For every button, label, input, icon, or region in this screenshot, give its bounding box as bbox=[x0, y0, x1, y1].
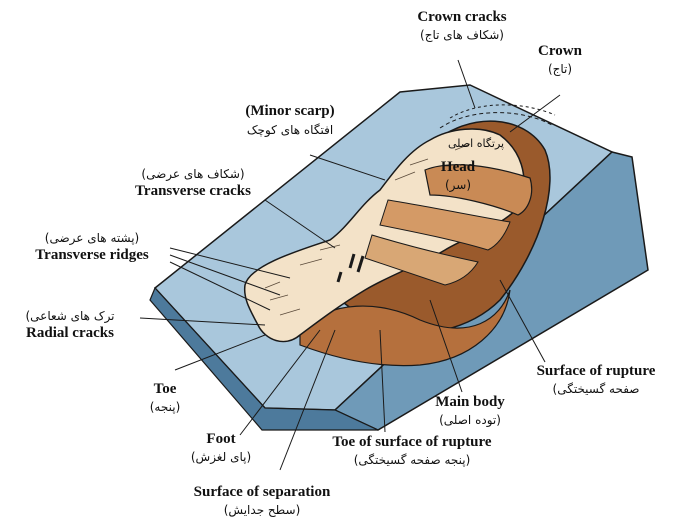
label-crown-fa: (تاج) bbox=[538, 63, 582, 76]
label-foot-en: Foot bbox=[191, 432, 251, 448]
label-main-body-en: Main body bbox=[435, 395, 505, 411]
label-toe: Toe (پنجه) bbox=[150, 382, 181, 413]
label-surface-of-rupture-en: Surface of rupture bbox=[537, 364, 656, 380]
label-transverse-ridges: (پشته های عرضی) Transverse ridges bbox=[35, 232, 148, 263]
label-minor-scarp: (Minor scarp) افتگاه های کوچک bbox=[245, 104, 334, 136]
label-surface-of-separation: Surface of separation (سطح جدایش) bbox=[194, 485, 331, 516]
label-toe-of-surface-of-rupture-en: Toe of surface of rupture bbox=[332, 435, 491, 451]
label-transverse-cracks-fa: (شکاف های عرضی) bbox=[135, 168, 251, 181]
label-radial-cracks-en: Radial cracks bbox=[25, 326, 114, 342]
label-transverse-cracks-en: Transverse cracks bbox=[135, 184, 251, 200]
label-toe-of-surface-of-rupture: Toe of surface of rupture (پنجه صفحه گسی… bbox=[332, 435, 491, 466]
label-main-body: Main body (توده اصلی) bbox=[435, 395, 505, 426]
label-surface-of-rupture: Surface of rupture (صفحه گسیختگی bbox=[537, 364, 656, 395]
label-foot: Foot (پای لغزش) bbox=[191, 432, 251, 463]
label-toe-en: Toe bbox=[150, 382, 181, 398]
label-head-en: Head bbox=[441, 160, 475, 176]
label-head: Head (سر) bbox=[441, 160, 475, 191]
label-transverse-ridges-en: Transverse ridges bbox=[35, 248, 148, 264]
label-crown-cracks: Crown cracks (شکاف های تاج) bbox=[417, 10, 506, 41]
label-radial-cracks: (ترک های شعاعی Radial cracks bbox=[25, 310, 114, 341]
label-main-scarp: پرتگاه اصلی bbox=[448, 138, 504, 150]
label-crown: Crown (تاج) bbox=[538, 44, 582, 75]
label-minor-scarp-en: (Minor scarp) bbox=[245, 104, 334, 120]
label-toe-fa: (پنجه) bbox=[150, 401, 181, 414]
label-crown-en: Crown bbox=[538, 44, 582, 60]
label-radial-cracks-fa: (ترک های شعاعی bbox=[25, 310, 114, 323]
label-transverse-cracks: (شکاف های عرضی) Transverse cracks bbox=[135, 168, 251, 199]
label-crown-cracks-fa: (شکاف های تاج) bbox=[417, 29, 506, 42]
label-toe-of-surface-of-rupture-fa: (پنجه صفحه گسیختگی) bbox=[332, 454, 491, 467]
label-crown-cracks-en: Crown cracks bbox=[417, 10, 506, 26]
label-surface-of-separation-en: Surface of separation bbox=[194, 485, 331, 501]
label-foot-fa: (پای لغزش) bbox=[191, 451, 251, 464]
label-surface-of-rupture-fa: (صفحه گسیختگی bbox=[537, 383, 656, 396]
label-main-body-fa: (توده اصلی) bbox=[435, 414, 505, 427]
label-head-fa: (سر) bbox=[441, 179, 475, 192]
label-minor-scarp-fa: افتگاه های کوچک bbox=[245, 124, 334, 137]
label-surface-of-separation-fa: (سطح جدایش) bbox=[194, 504, 331, 517]
label-transverse-ridges-fa: (پشته های عرضی) bbox=[35, 232, 148, 245]
